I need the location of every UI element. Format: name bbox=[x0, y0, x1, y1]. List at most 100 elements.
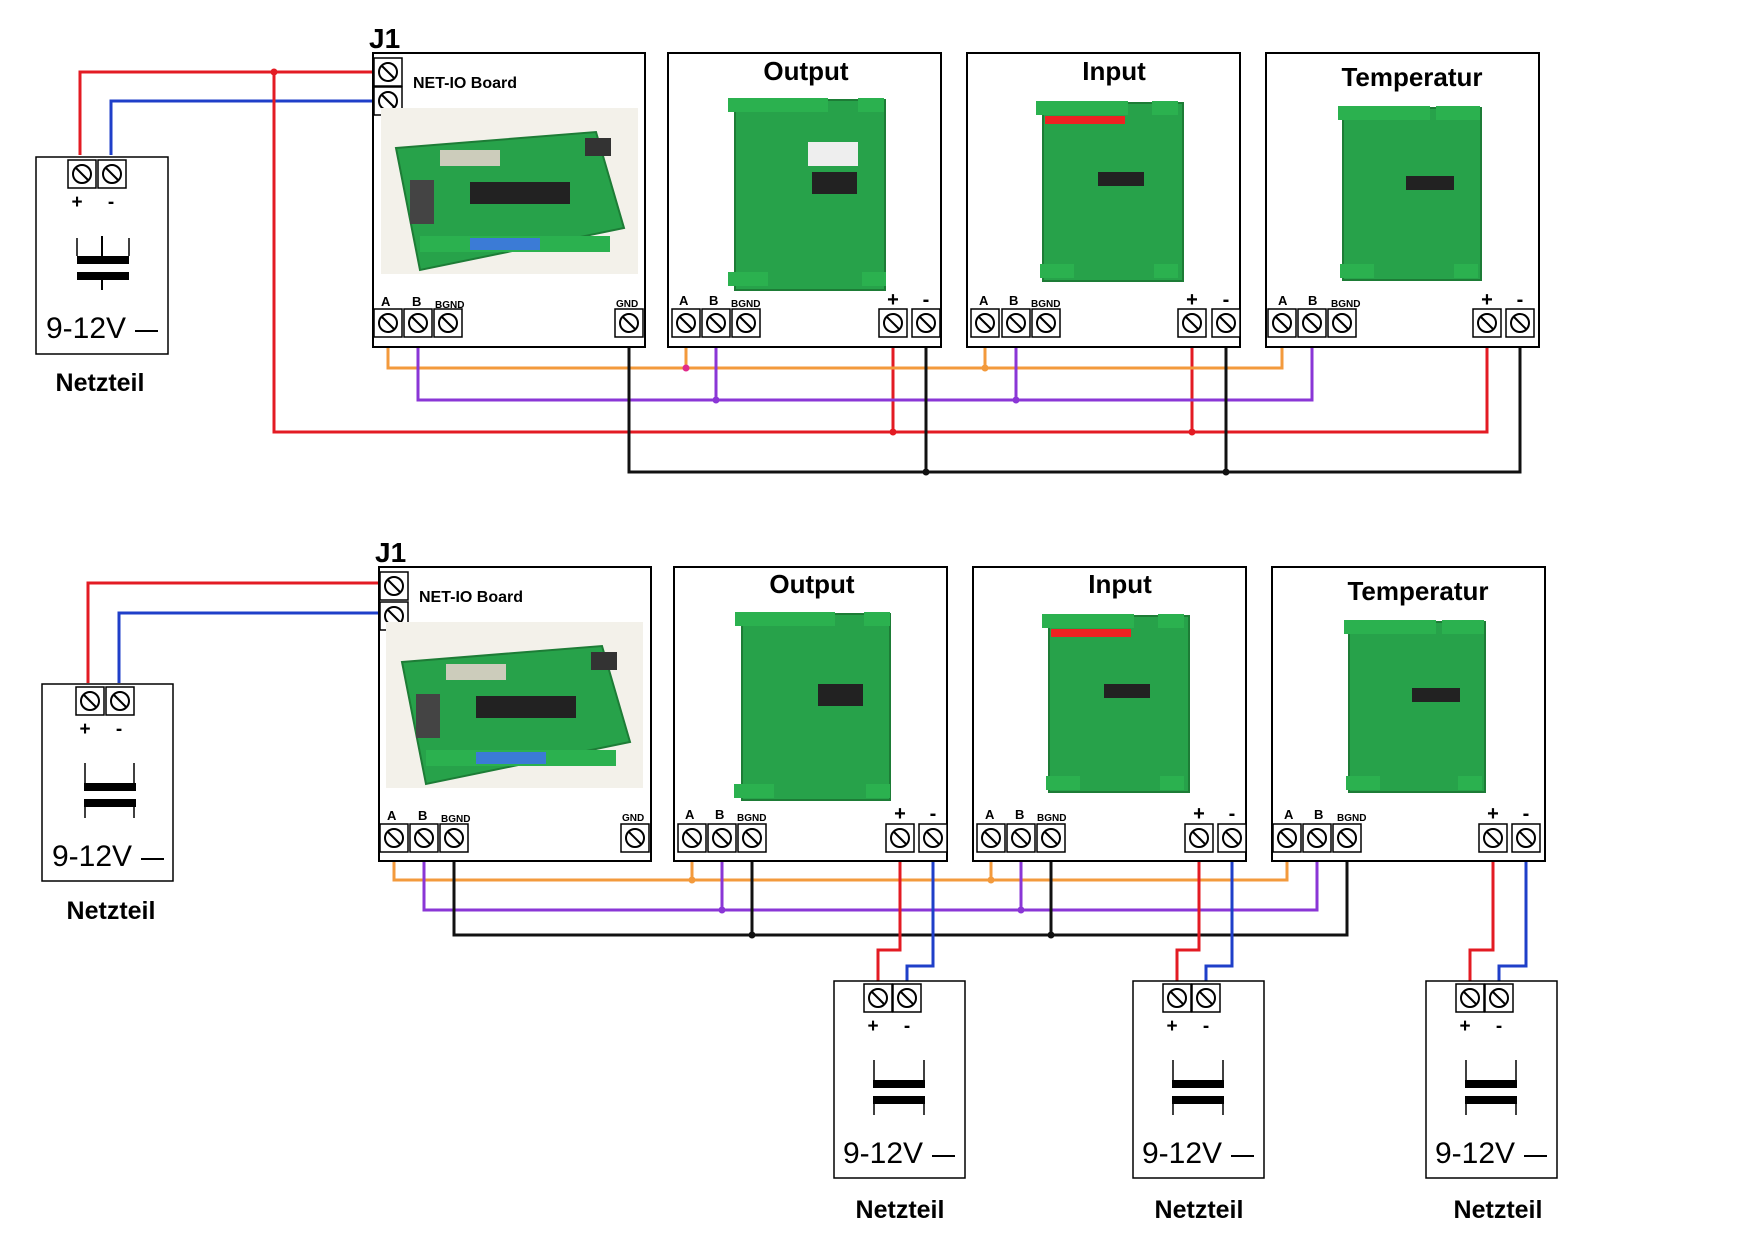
term-minus: - bbox=[1223, 289, 1230, 311]
netio-label: NET-IO Board bbox=[419, 589, 523, 606]
module-title: Input bbox=[1088, 569, 1152, 599]
term-a: A bbox=[1278, 293, 1288, 308]
module-input-top: Input A B BGND + - bbox=[966, 52, 1241, 348]
wire-bus-b bbox=[422, 838, 1319, 912]
term-plus: + bbox=[1481, 289, 1493, 311]
diagram-bottom: + - 9-12V Netzteil J1 NET-IO Board bbox=[41, 537, 1558, 1224]
module-title: Input bbox=[1082, 56, 1146, 86]
supply-plus-label: + bbox=[1459, 1016, 1470, 1037]
netio-gnd-label: GND bbox=[616, 299, 638, 310]
module-temperatur-bottom: Temperatur A B BGND + - bbox=[1271, 566, 1546, 862]
output-pcb-image bbox=[734, 612, 891, 801]
supply-minus-label: - bbox=[1496, 1016, 1502, 1037]
temperatur-pcb-image bbox=[1338, 106, 1482, 281]
supply-plus-label: + bbox=[867, 1016, 878, 1037]
term-a: A bbox=[679, 293, 689, 308]
term-plus: + bbox=[1186, 289, 1198, 311]
supply-minus-label: - bbox=[108, 192, 114, 213]
supply-plus-label: + bbox=[71, 192, 82, 213]
battery-icon bbox=[76, 236, 130, 290]
input-pcb-image bbox=[1036, 101, 1184, 282]
term-b: B bbox=[715, 807, 724, 822]
supply-voltage: 9-12V bbox=[843, 1137, 923, 1170]
term-bgnd: BGND bbox=[1037, 813, 1066, 824]
term-b: B bbox=[1314, 807, 1323, 822]
supply-voltage: 9-12V bbox=[46, 312, 126, 345]
supply-plus-label: + bbox=[1166, 1016, 1177, 1037]
term-minus: - bbox=[1229, 803, 1236, 825]
wire-bus-b bbox=[416, 323, 1314, 402]
wire-plus-input bbox=[1175, 838, 1201, 998]
battery-icon bbox=[873, 1060, 925, 1115]
supply-minus-label: - bbox=[1203, 1016, 1209, 1037]
term-bgnd: BGND bbox=[1031, 299, 1060, 310]
wire-plus-temp bbox=[1468, 838, 1495, 998]
module-title: Output bbox=[763, 56, 849, 86]
term-b: B bbox=[709, 293, 718, 308]
term-bgnd: BGND bbox=[731, 299, 760, 310]
supply-name: Netzteil bbox=[67, 897, 156, 925]
power-supply: + - 9-12V Netzteil bbox=[35, 156, 169, 397]
connector-label: J1 bbox=[375, 537, 406, 568]
power-supply-main: + - 9-12V Netzteil bbox=[41, 683, 174, 925]
term-bgnd: BGND bbox=[1331, 299, 1360, 310]
supply-name: Netzteil bbox=[1454, 1196, 1543, 1224]
battery-icon bbox=[84, 763, 136, 818]
netio-term-a: A bbox=[381, 294, 391, 309]
wire-minus-supply bbox=[117, 611, 391, 683]
wire-gnd bbox=[627, 323, 1522, 474]
wire-plus-supply bbox=[78, 70, 385, 155]
term-b: B bbox=[1308, 293, 1317, 308]
term-minus: - bbox=[923, 289, 930, 311]
connector-label: J1 bbox=[369, 23, 400, 54]
netio-board: J1 NET-IO Board A B BGND GND bbox=[369, 23, 646, 348]
module-title: Output bbox=[769, 569, 855, 599]
term-minus: - bbox=[1523, 803, 1530, 825]
supply-voltage: 9-12V bbox=[52, 840, 132, 873]
netio-term-bgnd: BGND bbox=[435, 300, 464, 311]
term-plus: + bbox=[887, 289, 899, 311]
netio-label: NET-IO Board bbox=[413, 75, 517, 92]
wire-minus-supply bbox=[109, 99, 385, 155]
supply-name: Netzteil bbox=[856, 1196, 945, 1224]
term-plus: + bbox=[1193, 803, 1205, 825]
wire-plus-bus bbox=[272, 72, 1489, 434]
term-a: A bbox=[985, 807, 995, 822]
supply-voltage: 9-12V bbox=[1435, 1137, 1515, 1170]
wire-plus-output bbox=[876, 838, 902, 998]
netio-pcb-image bbox=[381, 108, 638, 274]
term-plus: + bbox=[894, 803, 906, 825]
term-b: B bbox=[1009, 293, 1018, 308]
term-a: A bbox=[1284, 807, 1294, 822]
netio-term-b: B bbox=[418, 808, 427, 823]
battery-icon bbox=[1172, 1060, 1224, 1115]
module-output-top: Output A B BGND + - bbox=[667, 52, 942, 348]
term-minus: - bbox=[1517, 289, 1524, 311]
term-bgnd: BGND bbox=[1337, 813, 1366, 824]
module-output-bottom: Output A B BGND + - bbox=[673, 566, 948, 862]
supply-plus-label: + bbox=[79, 719, 90, 740]
temperatur-pcb-image bbox=[1344, 620, 1486, 793]
term-a: A bbox=[685, 807, 695, 822]
netio-term-a: A bbox=[387, 808, 397, 823]
term-a: A bbox=[979, 293, 989, 308]
power-supply-temperatur: + - 9-12V Netzteil bbox=[1425, 980, 1558, 1224]
diagram-top: + - 9-12V Netzteil J1 NET-IO Board bbox=[35, 23, 1540, 476]
module-title: Temperatur bbox=[1341, 62, 1482, 92]
netio-gnd-label: GND bbox=[622, 813, 644, 824]
term-bgnd: BGND bbox=[737, 813, 766, 824]
junction-dots-top bbox=[270, 68, 1230, 476]
term-plus: + bbox=[1487, 803, 1499, 825]
module-temperatur-top: Temperatur A B BGND + - bbox=[1265, 52, 1540, 348]
input-pcb-image bbox=[1042, 614, 1190, 793]
netio-term-b: B bbox=[412, 294, 421, 309]
netio-board: J1 NET-IO Board A B BGND GND bbox=[375, 537, 652, 862]
battery-icon bbox=[1465, 1060, 1517, 1115]
netio-term-bgnd: BGND bbox=[441, 814, 470, 825]
module-input-bottom: Input A B BGND + - bbox=[972, 566, 1247, 862]
power-supply-input: + - 9-12V Netzteil bbox=[1132, 980, 1265, 1224]
netio-pcb-image bbox=[386, 622, 643, 788]
power-supply-output: + - 9-12V Netzteil bbox=[833, 980, 966, 1224]
supply-minus-label: - bbox=[116, 719, 122, 740]
